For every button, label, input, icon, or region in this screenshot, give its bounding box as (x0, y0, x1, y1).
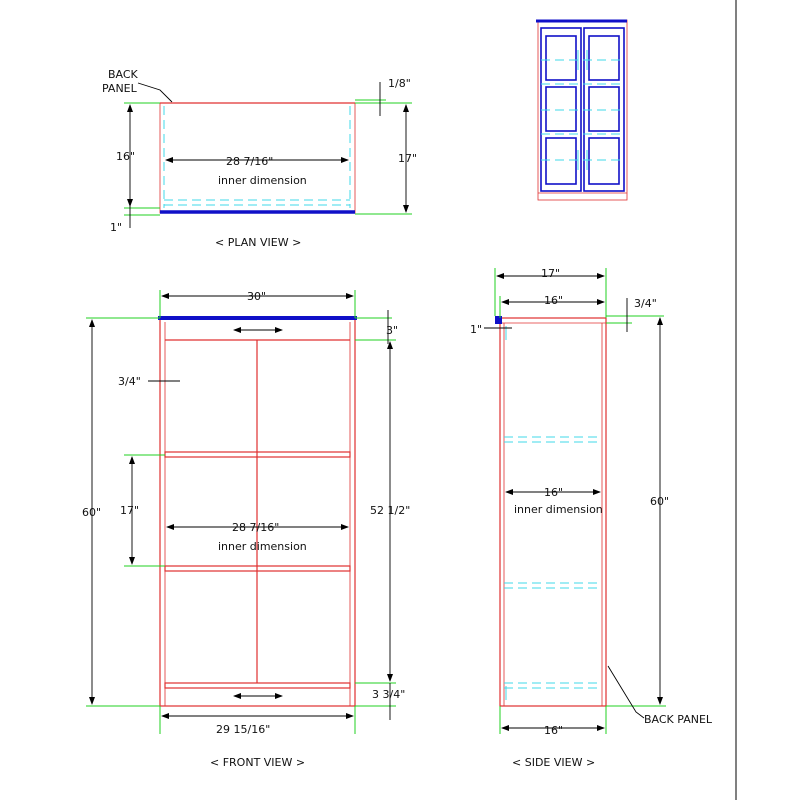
front-dim-30-label: 30" (247, 290, 266, 303)
front-dim-52-label: 52 1/2" (370, 504, 410, 517)
side-dim-inner-depth-label: 16" (544, 486, 563, 499)
front-view-title: < FRONT VIEW > (210, 756, 305, 769)
plan-view: BACK PANEL 16" 1" 17" 1/8" 28 7/16" inne… (102, 68, 417, 249)
front-dim-inner-width-label: 28 7/16" (232, 521, 279, 534)
front-dim-17-label: 17" (120, 504, 139, 517)
side-dim-16-bottom-label: 16" (544, 724, 563, 737)
front-shelf-2 (164, 565, 351, 572)
plan-dim-17-label: 17" (398, 152, 417, 165)
side-face-frame-edge (495, 316, 502, 324)
front-inner-dimension-label: inner dimension (218, 540, 307, 553)
thumbnail-elevation (536, 19, 628, 201)
front-dim-3-4-label: 3/4" (118, 375, 141, 388)
plan-inner-dimension-label: inner dimension (218, 174, 307, 187)
side-view: 17" 16" 3/4" 1" 60" 16" inner dimension … (470, 267, 713, 769)
side-dim-3-4-label: 3/4" (634, 297, 657, 310)
side-back-panel-label: BACK PANEL (644, 713, 713, 726)
side-inner-dimension-label: inner dimension (514, 503, 603, 516)
plan-back-panel-label-2: PANEL (102, 82, 138, 95)
side-dim-17-label: 17" (541, 267, 560, 280)
front-dim-60-label: 60" (82, 506, 101, 519)
plan-dim-16-label: 16" (116, 150, 135, 163)
plan-dim-1-label: 1" (110, 221, 122, 234)
side-carcass (499, 317, 607, 707)
side-dim-16-top-label: 16" (544, 294, 563, 307)
front-dim-3-label: 3" (386, 324, 398, 337)
front-dim-bottom-width-label: 29 15/16" (216, 723, 270, 736)
plan-dim-1-8-label: 1/8" (388, 77, 411, 90)
side-view-title: < SIDE VIEW > (512, 756, 595, 769)
plan-dim-inner-width-label: 28 7/16" (226, 155, 273, 168)
side-back-panel-leader (607, 665, 645, 719)
front-view: 30" 60" 3" 52 1/2" 3 3/4" 3/4" 17" 28 7/… (82, 290, 410, 769)
side-dim-1-label: 1" (470, 323, 482, 336)
front-bottom-rail (164, 682, 351, 689)
plan-back-panel-leader (137, 82, 173, 103)
front-dim-3-3-4-label: 3 3/4" (372, 688, 405, 701)
plan-view-title: < PLAN VIEW > (215, 236, 301, 249)
side-dim-60-label: 60" (650, 495, 669, 508)
plan-back-panel-label-1: BACK (108, 68, 139, 81)
